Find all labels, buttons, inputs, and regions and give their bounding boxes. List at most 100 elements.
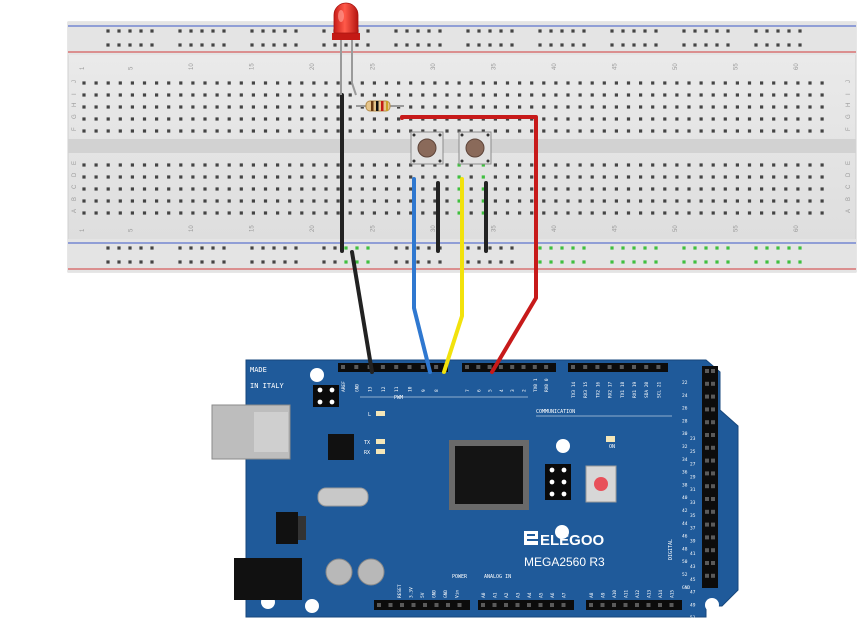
breadboard-hole bbox=[191, 93, 195, 97]
breadboard-hole bbox=[251, 81, 255, 85]
breadboard-hole bbox=[505, 93, 510, 97]
rail-hole bbox=[560, 246, 564, 250]
breadboard-hole bbox=[820, 93, 824, 97]
breadboard-hole bbox=[614, 81, 618, 85]
breadboard-hole bbox=[747, 211, 752, 215]
rail-hole bbox=[499, 260, 503, 264]
rail-hole bbox=[222, 29, 226, 33]
breadboard-hole bbox=[590, 187, 594, 191]
rail-hole bbox=[211, 29, 215, 33]
breadboard-hole bbox=[155, 129, 159, 133]
rail-hole bbox=[394, 246, 398, 250]
breadboard-hole bbox=[372, 163, 376, 167]
breadboard-hole bbox=[723, 175, 727, 179]
rail-hole bbox=[538, 43, 542, 47]
rail-hole bbox=[499, 29, 503, 33]
header-pin-hole bbox=[711, 381, 715, 386]
breadboard-hole bbox=[711, 187, 715, 191]
breadboard-hole bbox=[276, 105, 280, 109]
breadboard-hole bbox=[288, 175, 292, 179]
breadboard-hole bbox=[397, 93, 401, 97]
breadboard-hole bbox=[312, 211, 316, 215]
header-pin-hole bbox=[407, 365, 412, 369]
breadboard-hole bbox=[118, 163, 122, 167]
rail-hole bbox=[322, 43, 326, 47]
pin-label: 47 bbox=[690, 590, 696, 596]
breadboard-hole bbox=[360, 81, 364, 85]
breadboard-hole bbox=[360, 211, 364, 215]
breadboard-hole bbox=[191, 81, 195, 85]
rail-hole bbox=[798, 29, 802, 33]
breadboard-hole bbox=[397, 175, 401, 179]
column-number: 15 bbox=[249, 63, 255, 70]
breadboard-hole bbox=[130, 117, 134, 121]
breadboard-hole bbox=[469, 163, 473, 167]
breadboard-hole bbox=[239, 187, 243, 191]
breadboard-hole bbox=[276, 117, 280, 121]
breadboard-hole bbox=[288, 129, 292, 133]
rail-hole bbox=[427, 260, 431, 264]
breadboard-hole bbox=[590, 105, 594, 109]
breadboard-hole bbox=[663, 81, 667, 85]
breadboard-hole bbox=[276, 211, 280, 215]
breadboard-hole bbox=[106, 93, 110, 97]
breadboard-hole bbox=[348, 117, 352, 121]
rail-hole bbox=[754, 29, 758, 33]
breadboard-hole bbox=[82, 105, 86, 109]
breadboard-hole bbox=[505, 129, 510, 133]
breadboard-hole bbox=[542, 81, 546, 85]
breadboard-hole bbox=[130, 199, 134, 203]
breadboard-hole bbox=[784, 175, 788, 179]
breadboard-hole bbox=[772, 175, 776, 179]
breadboard-hole bbox=[699, 211, 703, 215]
breadboard-hole bbox=[651, 81, 655, 85]
rail-hole bbox=[128, 29, 132, 33]
breadboard-hole bbox=[263, 105, 268, 109]
rail-hole bbox=[189, 29, 193, 33]
rail-hole bbox=[776, 260, 780, 264]
breadboard-hole bbox=[348, 211, 352, 215]
breadboard-hole bbox=[82, 211, 86, 215]
rail-hole bbox=[250, 43, 254, 47]
rail-hole bbox=[560, 29, 564, 33]
breadboard-hole bbox=[566, 93, 570, 97]
rail-hole bbox=[682, 43, 686, 47]
breadboard-hole bbox=[324, 81, 328, 85]
breadboard-hole bbox=[554, 105, 558, 109]
pin-label: GND bbox=[432, 590, 438, 598]
breadboard-hole bbox=[130, 175, 134, 179]
breadboard-hole bbox=[505, 199, 510, 203]
analog-label: ANALOG IN bbox=[484, 574, 511, 580]
breadboard-hole bbox=[820, 163, 824, 167]
header-pin-hole bbox=[711, 522, 715, 527]
on-label: ON bbox=[609, 444, 615, 450]
breadboard-hole bbox=[614, 211, 618, 215]
pin-label: 7 bbox=[465, 389, 471, 392]
voltage-regulator bbox=[276, 512, 298, 544]
breadboard-hole bbox=[324, 175, 328, 179]
pin-label: A14 bbox=[658, 590, 664, 598]
rail-hole bbox=[510, 29, 514, 33]
breadboard-hole bbox=[263, 175, 268, 179]
breadboard-hole bbox=[445, 187, 449, 191]
rail-hole bbox=[416, 260, 420, 264]
breadboard-hole bbox=[276, 187, 280, 191]
breadboard-hole bbox=[106, 187, 110, 191]
breadboard-hole bbox=[215, 175, 219, 179]
breadboard-hole bbox=[663, 117, 667, 121]
rail-hole bbox=[427, 246, 431, 250]
breadboard-hole bbox=[639, 117, 643, 121]
breadboard-hole bbox=[312, 81, 316, 85]
breadboard-hole bbox=[687, 117, 691, 121]
rail-hole bbox=[549, 246, 553, 250]
breadboard-hole bbox=[167, 163, 171, 167]
header-pin-hole bbox=[632, 365, 636, 369]
breadboard-hole bbox=[493, 163, 497, 167]
breadboard-hole bbox=[651, 175, 655, 179]
pin-label: RX1 19 bbox=[632, 381, 638, 398]
breadboard-hole bbox=[760, 81, 764, 85]
header-pin-hole bbox=[711, 573, 715, 578]
breadboard-hole bbox=[772, 163, 776, 167]
row-letter: J bbox=[72, 80, 78, 83]
